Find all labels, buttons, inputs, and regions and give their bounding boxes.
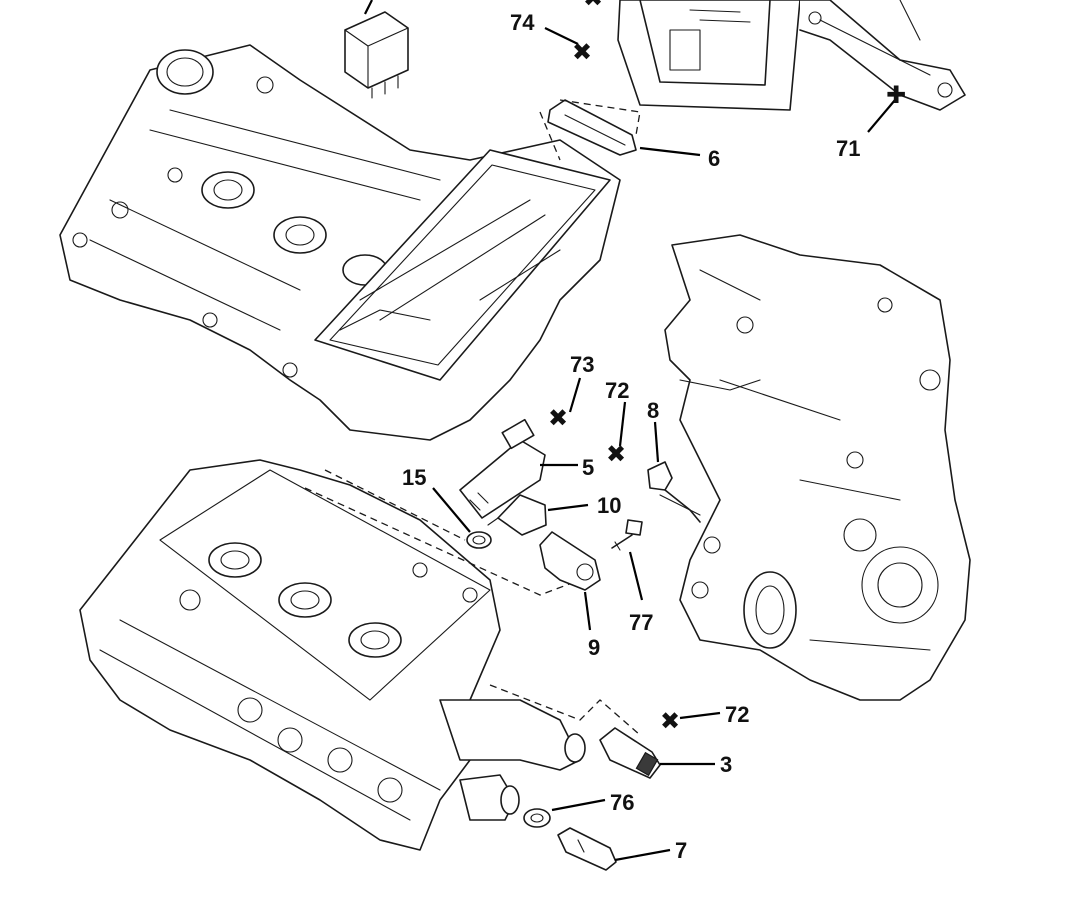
- torque-mark-72a-icon: ✖: [606, 440, 626, 468]
- temperature-sender-part-7: [557, 827, 617, 871]
- torque-marks: ✖ ✖ ✚ ✖ ✖ ✖: [548, 0, 906, 735]
- assembly-lines: [304, 469, 641, 736]
- callout-3: 3: [720, 752, 732, 777]
- oil-control-valve-part-5: [459, 418, 546, 519]
- o-ring-part-15: [466, 531, 492, 549]
- callout-labels: 74 6 71 73 72 8 15 5 10 77 9 72 3 76 7: [402, 10, 860, 863]
- callout-71: 71: [836, 136, 860, 161]
- timing-cover: [664, 234, 971, 701]
- oil-pressure-switch-part-10: [487, 494, 547, 536]
- callout-10: 10: [597, 493, 621, 518]
- callout-72-lower: 72: [725, 702, 749, 727]
- torque-mark-72b-icon: ✖: [660, 707, 680, 735]
- leader-lines: [432, 27, 896, 862]
- relay: [344, 0, 409, 99]
- temperature-sensor-part-3: [599, 727, 661, 779]
- cylinder-head: [79, 459, 586, 851]
- callout-76: 76: [610, 790, 634, 815]
- camshaft-sensor-part-6: [539, 99, 641, 161]
- torque-mark-74-icon: ✖: [572, 38, 592, 66]
- plus-mark-71-icon: ✚: [886, 81, 906, 109]
- callout-5: 5: [582, 455, 594, 480]
- torque-mark-top-icon: ✖: [583, 0, 603, 12]
- callout-9: 9: [588, 635, 600, 660]
- sensor-part-8: [647, 461, 701, 523]
- callout-73: 73: [570, 352, 594, 377]
- torque-mark-73-icon: ✖: [548, 404, 568, 432]
- callout-8: 8: [647, 398, 659, 423]
- position-sensor-part-9: [539, 531, 601, 591]
- bolt-part-77: [611, 519, 643, 551]
- callout-15: 15: [402, 465, 426, 490]
- cylinder-head-cover: [59, 44, 621, 441]
- callout-74: 74: [510, 10, 535, 35]
- ecu-bracket: [617, 0, 966, 111]
- washer-part-76: [523, 808, 551, 828]
- callout-72-upper: 72: [605, 378, 629, 403]
- callout-77: 77: [629, 610, 653, 635]
- callout-6: 6: [708, 146, 720, 171]
- callout-7: 7: [675, 838, 687, 863]
